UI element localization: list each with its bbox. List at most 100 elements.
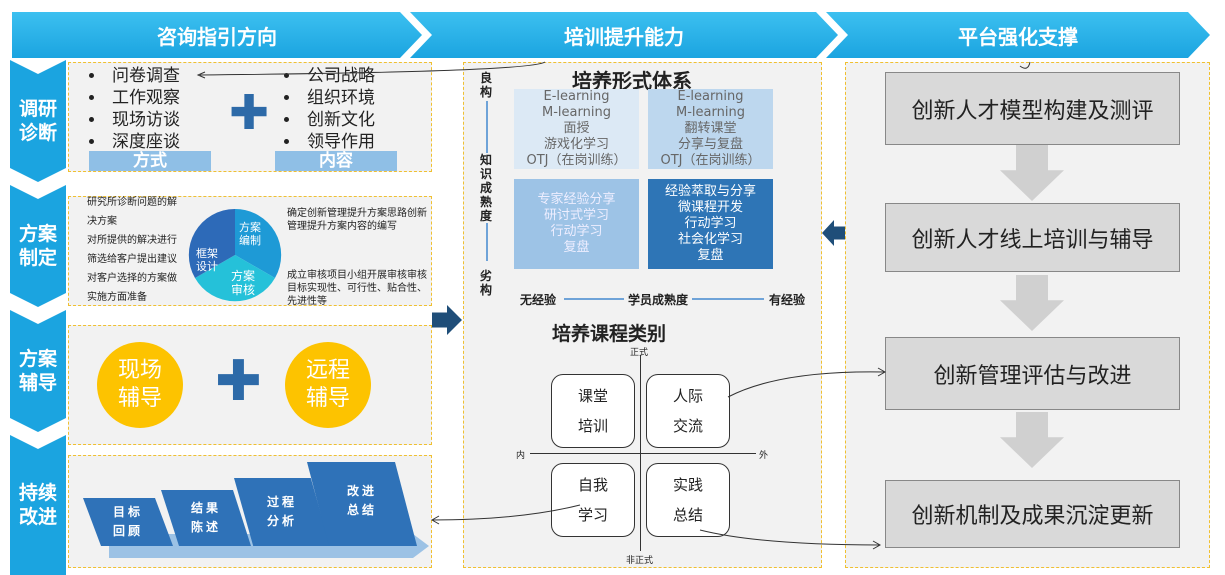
- circle-label: 现场辅导: [117, 358, 162, 411]
- text-line: OTJ（在岗训练）: [660, 153, 761, 168]
- side-coach: 方案辅导: [10, 310, 66, 432]
- text-line: 翻转课堂: [684, 121, 737, 136]
- text-line: 行动学习: [684, 216, 737, 231]
- text-line: 社会化学习: [677, 232, 743, 247]
- quadrant-left-label: 内: [516, 451, 526, 461]
- text-line: E-learning: [543, 89, 610, 104]
- contents-list: 公司战略 组织环境 创新文化 领导作用: [284, 65, 375, 153]
- quadrant-right-label: 外: [759, 451, 769, 461]
- text-line: 对客户选择的方案做: [87, 273, 177, 284]
- text-line: 培训: [577, 417, 608, 435]
- text-line: 专家经验分享: [537, 192, 616, 207]
- list-item: 创新文化: [284, 109, 375, 131]
- list-item: 问卷调查: [89, 65, 180, 87]
- form-cell: 专家经验分享研讨式学习行动学习复盘: [514, 179, 639, 269]
- header-platform: 平台强化支撑: [826, 12, 1210, 58]
- courses-title: 培养课程类别: [552, 323, 667, 345]
- text-line: 实践: [672, 476, 703, 494]
- text-line: 面授: [563, 121, 590, 136]
- text-line: 人际: [672, 387, 703, 405]
- list-item: 组织环境: [284, 87, 375, 109]
- y-axis-top: 良构: [480, 71, 493, 99]
- plan-box: 研究所诊断问题的解 决方案 对所提供的解决进行 筛选给客户提出建议 对客户选择的…: [68, 193, 432, 307]
- onsite-coaching: 现场辅导: [97, 342, 183, 428]
- circle-label: 远程辅导: [305, 358, 350, 411]
- remote-coaching: 远程辅导: [285, 342, 371, 428]
- text-line: OTJ（在岗训练）: [526, 153, 627, 168]
- improve-box: 目标回顾 结果陈述 过程分析 改进总结: [68, 455, 432, 568]
- platform-step-1: 创新人才模型构建及测评: [885, 72, 1180, 145]
- course-practice: 实践总结: [646, 463, 730, 537]
- side-label: 方案辅导: [18, 348, 57, 394]
- text-line: 研讨式学习: [543, 208, 609, 223]
- course-self-study: 自我学习: [551, 463, 635, 537]
- form-cell: 经验萃取与分享微课程开发行动学习社会化学习复盘: [648, 179, 773, 269]
- list-item: 工作观察: [89, 87, 180, 109]
- side-label: 调研诊断: [18, 98, 57, 144]
- plan-right-bottom: 成立审核项目小组开展审核审核目标实现性、可行性、贴合性、先进性等: [287, 270, 427, 307]
- arrow-left-icon: [822, 220, 846, 246]
- text-line: 微课程开发: [677, 200, 743, 215]
- x-axis-right: 有经验: [769, 293, 806, 307]
- x-axis-left: 无经验: [520, 293, 557, 307]
- text-line: 实施方面准备: [87, 292, 147, 303]
- plan-left-text: 研究所诊断问题的解 决方案 对所提供的解决进行 筛选给客户提出建议 对客户选择的…: [87, 193, 197, 307]
- text-line: 复盘: [697, 248, 724, 263]
- step-label: 过程分析: [266, 495, 297, 528]
- text-line: 课堂: [577, 387, 608, 405]
- side-label: 方案制定: [18, 223, 57, 269]
- text-line: E-learning: [677, 89, 744, 104]
- text-line: 决方案: [87, 216, 117, 227]
- research-box: 问卷调查 工作观察 现场访谈 深度座谈 ✚ 公司战略 组织环境 创新文化 领导作…: [68, 62, 432, 172]
- course-classroom: 课堂培训: [551, 374, 635, 448]
- header-consulting: 咨询指引方向: [12, 12, 422, 58]
- quadrant-bottom-label: 非正式: [626, 556, 654, 566]
- header-training: 培训提升能力: [410, 12, 838, 58]
- y-axis-label: 知识成熟度: [480, 153, 494, 223]
- text-line: M-learning: [542, 105, 611, 120]
- list-item: 公司战略: [284, 65, 375, 87]
- cycle-step-compile: 方案编制: [239, 221, 261, 247]
- plan-cycle-diagram: [188, 208, 282, 302]
- quadrant-h-axis: [530, 453, 756, 454]
- cycle-step-framework: 框架设计: [196, 247, 218, 273]
- step-label: 结果陈述: [190, 501, 221, 534]
- step-label: 改进总结: [346, 484, 377, 517]
- text-line: 游戏化学习: [543, 137, 609, 152]
- plus-icon: ✚: [215, 349, 262, 414]
- methods-list: 问卷调查 工作观察 现场访谈 深度座谈: [89, 65, 180, 153]
- step-summary: 改进总结: [307, 462, 417, 546]
- y-axis-bottom: 劣构: [480, 269, 493, 297]
- text-line: 自我: [577, 476, 608, 494]
- x-axis-label: 学员成熟度: [624, 291, 693, 308]
- side-improve: 持续改进: [10, 435, 66, 575]
- step-goal-review: 目标回顾: [83, 498, 173, 546]
- text-line: 研究所诊断问题的解: [87, 197, 177, 208]
- cycle-step-review: 方案审核: [231, 269, 256, 297]
- text-line: 复盘: [563, 240, 590, 255]
- methods-label: 方式: [89, 151, 211, 171]
- platform-step-2: 创新人才线上培训与辅导: [885, 203, 1180, 272]
- arrow-right-icon: [432, 305, 462, 335]
- list-item: 现场访谈: [89, 109, 180, 131]
- text-line: 学习: [577, 506, 608, 524]
- side-label: 持续改进: [18, 482, 57, 528]
- side-research: 调研诊断: [10, 60, 66, 182]
- text-line: 总结: [672, 506, 703, 524]
- coach-box: 现场辅导 ✚ 远程辅导: [68, 325, 432, 445]
- plus-icon: ✚: [229, 85, 270, 141]
- step-label: 目标回顾: [112, 505, 143, 538]
- text-line: 分享与复盘: [677, 137, 743, 152]
- platform-step-4: 创新机制及成果沉淀更新: [885, 480, 1180, 548]
- platform-step-3: 创新管理评估与改进: [885, 337, 1180, 410]
- side-plan: 方案制定: [10, 185, 66, 307]
- quadrant-top-label: 正式: [630, 348, 649, 358]
- text-line: 对所提供的解决进行: [87, 235, 177, 246]
- contents-label: 内容: [275, 151, 397, 171]
- text-line: 行动学习: [550, 224, 603, 239]
- text-line: 经验萃取与分享: [664, 184, 756, 199]
- list-item: 领导作用: [284, 131, 375, 153]
